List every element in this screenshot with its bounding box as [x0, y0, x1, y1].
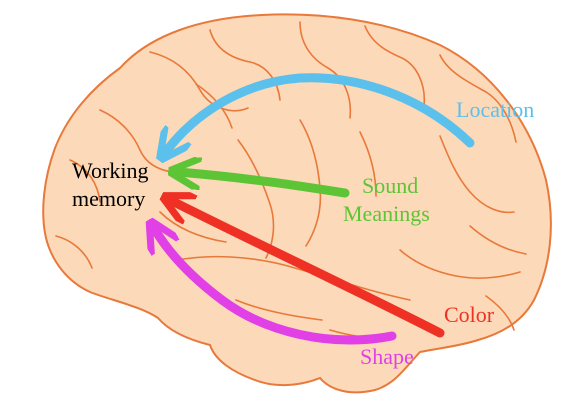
- arrows: [154, 73, 475, 345]
- color-label: Color: [444, 302, 495, 327]
- shape-label: Shape: [360, 344, 414, 369]
- labels: Working memory Location Sound Meanings C…: [72, 97, 534, 369]
- sound-label-line1: Sound: [362, 173, 418, 198]
- arrow-location: [165, 73, 475, 153]
- working-memory-label-line2: memory: [72, 186, 145, 211]
- sound-label-line2: Meanings: [343, 201, 430, 226]
- arrow-sound: [178, 172, 350, 198]
- arrow-color: [170, 200, 445, 338]
- arrow-shape: [154, 228, 397, 345]
- location-label: Location: [456, 97, 534, 122]
- working-memory-label-line1: Working: [72, 158, 148, 183]
